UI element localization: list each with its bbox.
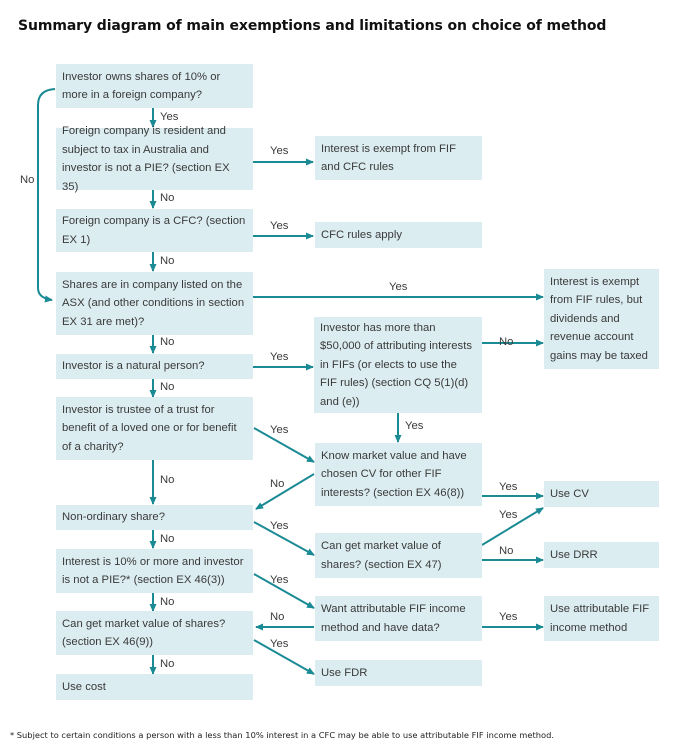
- box-interest-10pct-pie: Interest is 10% or more and investor is …: [56, 549, 253, 593]
- label-ex47-yes: Yes: [499, 509, 518, 521]
- box-text: Investor is a natural person?: [62, 360, 205, 373]
- arrow-nonordinary-yes: [253, 521, 315, 556]
- arrow-interest10-yes: [253, 573, 315, 609]
- box-cfc-rules-apply: CFC rules apply: [315, 222, 482, 248]
- arrow-ex47-yes: [481, 507, 544, 546]
- label-resident-yes: Yes: [270, 145, 289, 157]
- box-text: Can get market value of shares? (section…: [321, 540, 442, 571]
- box-resident-australia: Foreign company is resident and subject …: [56, 125, 253, 193]
- box-text: Foreign company is resident and subject …: [62, 125, 230, 193]
- box-text: Use cost: [62, 680, 106, 693]
- arrow-owns-no-to-asx: [37, 88, 56, 303]
- label-resident-no: No: [160, 192, 175, 204]
- box-use-cv: Use CV: [544, 481, 659, 507]
- label-over50k-yes: Yes: [405, 420, 424, 432]
- label-natural-yes: Yes: [270, 351, 289, 363]
- box-text: Want attributable FIF income method and …: [321, 603, 466, 634]
- label-asx-yes: Yes: [389, 281, 408, 293]
- box-know-market-value: Know market value and have chosen CV for…: [315, 443, 482, 506]
- label-owns-yes: Yes: [160, 111, 179, 123]
- box-use-drr: Use DRR: [544, 542, 659, 568]
- box-text: Use attributable FIF income method: [550, 603, 650, 634]
- box-non-ordinary: Non-ordinary share?: [56, 505, 253, 530]
- box-text: Investor has more than $50,000 of attrib…: [320, 321, 472, 408]
- box-text: Interest is 10% or more and investor is …: [62, 555, 244, 587]
- arrow-getmv-yes: [253, 639, 315, 675]
- label-over50k-no: No: [499, 336, 514, 348]
- label-interest10-yes: Yes: [270, 574, 289, 586]
- label-asx-no: No: [160, 336, 175, 348]
- label-nonordinary-no: No: [160, 533, 175, 545]
- label-nonordinary-yes: Yes: [270, 520, 289, 532]
- box-text: CFC rules apply: [321, 228, 402, 241]
- box-natural-person: Investor is a natural person?: [56, 354, 253, 379]
- label-getmv-no: No: [160, 658, 175, 670]
- box-owns-10pct: Investor owns shares of 10% or more in a…: [56, 64, 253, 108]
- box-text: Investor owns shares of 10% or more in a…: [62, 70, 221, 102]
- footnote: * Subject to certain conditions a person…: [10, 730, 554, 740]
- box-text: Can get market value of shares? (section…: [62, 617, 226, 649]
- label-want-no: No: [270, 611, 285, 623]
- box-asx-listed: Shares are in company listed on the ASX …: [56, 272, 253, 335]
- arrow-knowmv-no: [255, 473, 315, 510]
- label-natural-no: No: [160, 381, 175, 393]
- box-text: Interest is exempt from FIF rules, but d…: [550, 275, 648, 362]
- box-text: Non-ordinary share?: [62, 511, 165, 524]
- box-exempt-fif-cfc: Interest is exempt from FIF and CFC rule…: [315, 136, 482, 180]
- box-text: Interest is exempt from FIF and CFC rule…: [321, 142, 456, 174]
- label-trustee-no: No: [160, 474, 175, 486]
- label-getmv-yes: Yes: [270, 638, 289, 650]
- box-text: Investor is trustee of a trust for benef…: [62, 403, 237, 453]
- label-cfc-no: No: [160, 255, 175, 267]
- box-use-attributable: Use attributable FIF income method: [544, 596, 659, 641]
- box-get-market-value-ex47: Can get market value of shares? (section…: [315, 533, 482, 578]
- label-owns-no: No: [20, 174, 35, 186]
- label-knowmv-yes: Yes: [499, 481, 518, 493]
- box-use-fdr: Use FDR: [315, 660, 482, 686]
- label-knowmv-no: No: [270, 478, 285, 490]
- box-text: Foreign company is a CFC? (section EX 1): [62, 215, 246, 246]
- box-want-attributable: Want attributable FIF income method and …: [315, 596, 482, 641]
- box-text: Use FDR: [321, 666, 368, 679]
- label-trustee-yes: Yes: [270, 424, 289, 436]
- label-want-yes: Yes: [499, 611, 518, 623]
- arrow-trustee-yes: [253, 427, 315, 463]
- box-exempt-fif-dividends: Interest is exempt from FIF rules, but d…: [544, 269, 659, 369]
- box-text: Use DRR: [550, 548, 598, 561]
- label-ex47-no: No: [499, 545, 514, 557]
- label-interest10-no: No: [160, 596, 175, 608]
- box-text: Shares are in company listed on the ASX …: [62, 278, 245, 328]
- box-text: Use CV: [550, 487, 589, 500]
- box-is-cfc: Foreign company is a CFC? (section EX 1): [56, 209, 253, 252]
- label-cfc-yes: Yes: [270, 220, 289, 232]
- box-text: Know market value and have chosen CV for…: [321, 449, 467, 499]
- box-over-50000: Investor has more than $50,000 of attrib…: [314, 317, 482, 413]
- box-use-cost: Use cost: [56, 674, 253, 700]
- diagram-title: Summary diagram of main exemptions and l…: [18, 18, 607, 34]
- box-trustee: Investor is trustee of a trust for benef…: [56, 397, 253, 460]
- box-get-market-value-ex46-9: Can get market value of shares? (section…: [56, 611, 253, 655]
